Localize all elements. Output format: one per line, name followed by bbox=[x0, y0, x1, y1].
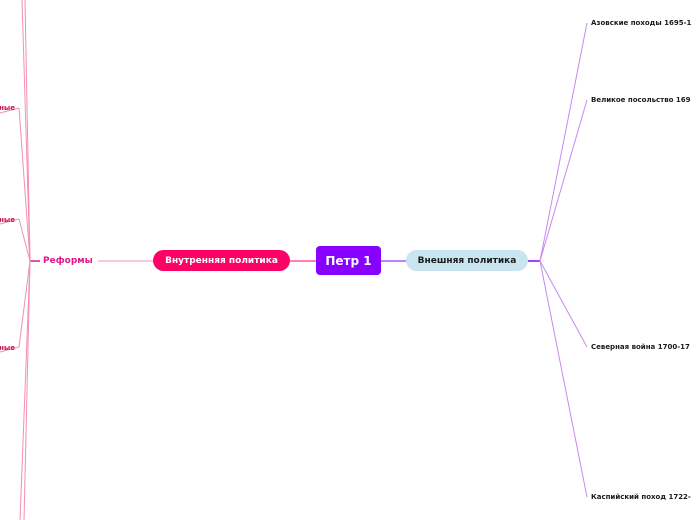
external-child-azov-campaigns[interactable]: Азовские походы 1695-1 bbox=[591, 19, 692, 27]
external-child-grand-embassy[interactable]: Великое посольство 169 bbox=[591, 96, 691, 104]
link-external-child-3 bbox=[539, 260, 588, 348]
central-topic-label: Петр 1 bbox=[325, 253, 372, 268]
link-reforms-child-3 bbox=[18, 260, 31, 348]
link-reforms-top-b bbox=[24, 0, 31, 262]
external-policy-label: Внешняя политика bbox=[417, 255, 517, 266]
reforms-child-1[interactable]: ные bbox=[0, 104, 15, 112]
internal-policy-node[interactable]: Внутренняя политика bbox=[153, 250, 290, 271]
link-reforms-bottom-b bbox=[23, 260, 31, 520]
external-child-caspian-campaign[interactable]: Каспийский поход 1722- bbox=[591, 493, 691, 501]
reforms-child-underline-1 bbox=[0, 107, 20, 114]
link-reforms-child-2 bbox=[18, 218, 31, 262]
link-external-child-2 bbox=[539, 99, 588, 262]
reforms-child-underline-3 bbox=[0, 346, 20, 353]
reforms-node[interactable]: Реформы bbox=[43, 254, 93, 268]
external-policy-node[interactable]: Внешняя политика bbox=[406, 250, 528, 271]
external-child-northern-war[interactable]: Северная война 1700-17 bbox=[591, 343, 690, 351]
link-external-child-4 bbox=[539, 260, 588, 498]
reforms-label: Реформы bbox=[43, 256, 93, 266]
reforms-child-3[interactable]: ные bbox=[0, 344, 15, 352]
reforms-child-underline-2 bbox=[0, 218, 20, 225]
reforms-child-2[interactable]: ные bbox=[0, 216, 15, 224]
link-external-child-1 bbox=[539, 22, 588, 262]
link-reforms-bottom-a bbox=[19, 260, 31, 520]
internal-policy-label: Внутренняя политика bbox=[165, 255, 278, 266]
link-reforms-child-1 bbox=[18, 107, 31, 262]
central-topic-node[interactable]: Петр 1 bbox=[316, 246, 381, 275]
